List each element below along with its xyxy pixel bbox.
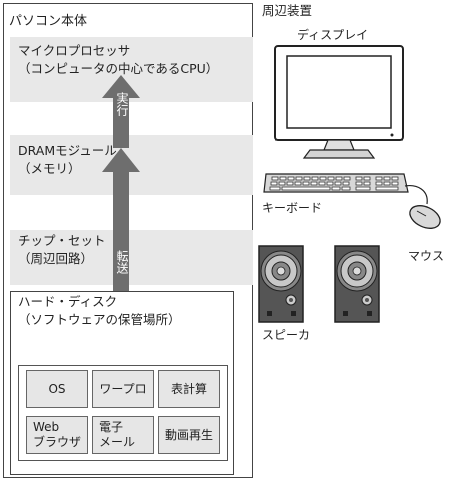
cpu-label-line1: マイクロプロセッサ [18, 43, 131, 58]
keyboard-label: キーボード [262, 201, 323, 215]
app-os-text: OS [48, 381, 66, 396]
chipset-label: チップ・セット （周辺回路） [18, 232, 106, 268]
hard-disk-label-line2: （ソフトウェアの保管場所） [18, 312, 181, 327]
app-email-line1: 電子 [99, 420, 124, 434]
software-frame: OS ワープロ 表計算 Web ブラウザ 電子 メール 動画再生 [18, 365, 228, 461]
peripherals-title: 周辺装置 [262, 3, 313, 18]
dram-label-line1: DRAMモジュール [18, 143, 117, 158]
dram-label: DRAMモジュール （メモリ） [18, 142, 117, 178]
hard-disk-label: ハード・ディスク （ソフトウェアの保管場所） [18, 293, 181, 329]
cpu-label-line2: （コンピュータの中心であるCPU） [18, 61, 219, 76]
app-email-line2: メール [99, 435, 136, 449]
transfer-arrow [102, 148, 140, 291]
left-speaker-icon [258, 245, 304, 323]
mouse-icon [404, 185, 441, 229]
app-email: 電子 メール [92, 416, 154, 454]
mouse-label: マウス [408, 249, 445, 263]
hard-disk-label-line1: ハード・ディスク [18, 294, 118, 309]
chipset-layer [10, 230, 253, 285]
app-spreadsheet-text: 表計算 [170, 381, 207, 396]
app-video-player: 動画再生 [158, 416, 220, 454]
display-label: ディスプレイ [297, 28, 369, 42]
app-wordprocessor-text: ワープロ [99, 381, 147, 396]
monitor-icon [274, 45, 404, 159]
keyboard-icon [263, 173, 409, 193]
speaker-label: スピーカ [262, 328, 311, 342]
cpu-label: マイクロプロセッサ （コンピュータの中心であるCPU） [18, 42, 218, 78]
transfer-label: 転送 [115, 250, 129, 274]
app-web-browser: Web ブラウザ [26, 416, 88, 454]
pc-body-title: パソコン本体 [9, 14, 88, 29]
dram-label-line2: （メモリ） [18, 161, 81, 176]
execute-arrow [102, 75, 140, 148]
app-wordprocessor: ワープロ [92, 370, 154, 408]
right-speaker-icon [334, 245, 380, 323]
app-spreadsheet: 表計算 [158, 370, 220, 408]
chipset-label-line2: （周辺回路） [18, 251, 94, 266]
app-video-player-text: 動画再生 [164, 427, 213, 442]
execute-label: 実行 [115, 92, 129, 116]
app-os: OS [26, 370, 88, 408]
chipset-label-line1: チップ・セット [18, 233, 106, 248]
app-web-browser-line2: ブラウザ [33, 435, 82, 449]
app-web-browser-line1: Web [33, 420, 60, 434]
